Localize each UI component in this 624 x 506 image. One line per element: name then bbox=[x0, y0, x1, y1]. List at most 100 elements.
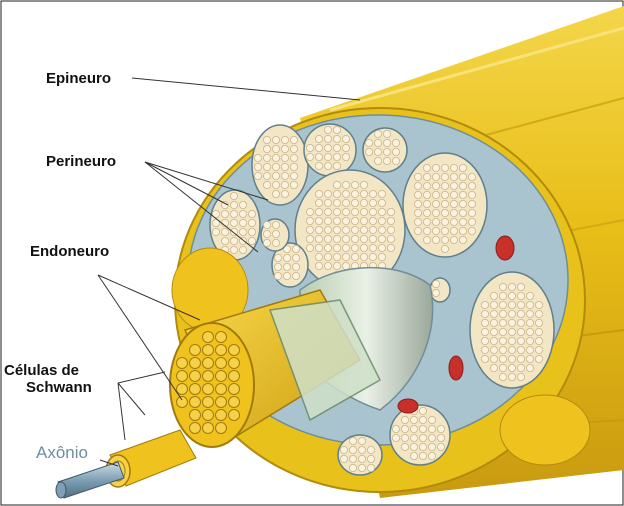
nerve-fiber-cross-section bbox=[281, 163, 288, 170]
schwann-cell bbox=[190, 371, 201, 382]
nerve-fiber-cross-section bbox=[272, 181, 279, 188]
nerve-fiber-cross-section bbox=[423, 164, 430, 171]
nerve-fiber-cross-section bbox=[369, 226, 376, 233]
nerve-fiber-cross-section bbox=[333, 153, 340, 160]
nerve-fiber-cross-section bbox=[342, 144, 349, 151]
nerve-fiber-cross-section bbox=[358, 446, 365, 453]
nerve-fiber-cross-section bbox=[378, 199, 385, 206]
nerve-fiber-cross-section bbox=[508, 319, 515, 326]
nerve-fiber-cross-section bbox=[450, 164, 457, 171]
nerve-fiber-cross-section bbox=[360, 253, 367, 260]
nerve-fiber-cross-section bbox=[351, 199, 358, 206]
nerve-fiber-cross-section bbox=[414, 191, 421, 198]
nerve-fiber-cross-section bbox=[481, 301, 488, 308]
nerve-fiber-cross-section bbox=[490, 364, 497, 371]
nerve-fiber-cross-section bbox=[490, 310, 497, 317]
schwann-cell bbox=[203, 384, 214, 395]
nerve-fiber-cross-section bbox=[324, 226, 331, 233]
nerve-fiber-cross-section bbox=[428, 434, 435, 441]
nerve-fiber-cross-section bbox=[437, 443, 444, 450]
nerve-fiber-cross-section bbox=[342, 208, 349, 215]
nerve-fiber-cross-section bbox=[230, 237, 237, 244]
nerve-fiber-cross-section bbox=[526, 310, 533, 317]
nerve-fiber-cross-section bbox=[414, 218, 421, 225]
nerve-fiber-cross-section bbox=[306, 226, 313, 233]
nerve-fiber-cross-section bbox=[490, 328, 497, 335]
nerve-fiber-cross-section bbox=[360, 208, 367, 215]
nerve-fiber-cross-section bbox=[254, 172, 261, 179]
nerve-fiber-cross-section bbox=[428, 443, 435, 450]
nerve-fiber-cross-section bbox=[272, 239, 279, 246]
nerve-fiber-cross-section bbox=[342, 199, 349, 206]
nerve-fiber-cross-section bbox=[401, 416, 408, 423]
nerve-fiber-cross-section bbox=[248, 210, 255, 217]
schwann-cell bbox=[203, 345, 214, 356]
nerve-fiber-cross-section bbox=[369, 208, 376, 215]
nerve-fiber-cross-section bbox=[441, 218, 448, 225]
nerve-fiber-cross-section bbox=[290, 136, 297, 143]
nerve-fiber-cross-section bbox=[367, 455, 374, 462]
nerve-fiber-cross-section bbox=[369, 244, 376, 251]
nerve-fiber-cross-section bbox=[414, 182, 421, 189]
schwann-cell bbox=[203, 332, 214, 343]
nerve-fiber-cross-section bbox=[414, 209, 421, 216]
nerve-fiber-cross-section bbox=[526, 337, 533, 344]
schwann-cell bbox=[190, 410, 201, 421]
nerve-fiber-cross-section bbox=[351, 226, 358, 233]
nerve-fiber-cross-section bbox=[535, 301, 542, 308]
nerve-fiber-cross-section bbox=[414, 200, 421, 207]
nerve-fiber-cross-section bbox=[369, 235, 376, 242]
nerve-fiber-cross-section bbox=[324, 135, 331, 142]
nerve-fiber-cross-section bbox=[239, 246, 246, 253]
nerve-fiber-cross-section bbox=[272, 145, 279, 152]
nerve-fiber-cross-section bbox=[324, 262, 331, 269]
nerve-fiber-cross-section bbox=[508, 364, 515, 371]
nerve-fiber-cross-section bbox=[508, 355, 515, 362]
nerve-fiber-cross-section bbox=[324, 126, 331, 133]
nerve-fiber-cross-section bbox=[324, 199, 331, 206]
nerve-fiber-cross-section bbox=[499, 373, 506, 380]
schwann-cell bbox=[203, 397, 214, 408]
nerve-fiber-cross-section bbox=[508, 328, 515, 335]
nerve-fiber-cross-section bbox=[315, 253, 322, 260]
nerve-fiber-cross-section bbox=[419, 425, 426, 432]
nerve-fiber-cross-section bbox=[387, 208, 394, 215]
schwann-cell bbox=[229, 371, 240, 382]
nerve-fiber-cross-section bbox=[423, 227, 430, 234]
nerve-fiber-cross-section bbox=[349, 437, 356, 444]
nerve-fiber-cross-section bbox=[437, 425, 444, 432]
nerve-fiber-cross-section bbox=[468, 200, 475, 207]
nerve-fiber-cross-section bbox=[333, 244, 340, 251]
schwann-cell bbox=[216, 410, 227, 421]
nerve-fiber-cross-section bbox=[369, 199, 376, 206]
nerve-fiber-cross-section bbox=[423, 200, 430, 207]
nerve-fiber-cross-section bbox=[459, 218, 466, 225]
nerve-fiber-cross-section bbox=[212, 228, 219, 235]
nerve-fiber-cross-section bbox=[490, 301, 497, 308]
nerve-fiber-cross-section bbox=[333, 135, 340, 142]
nerve-fiber-cross-section bbox=[360, 235, 367, 242]
nerve-fiber-cross-section bbox=[468, 173, 475, 180]
nerve-fiber-cross-section bbox=[272, 190, 279, 197]
nerve-fiber-cross-section bbox=[517, 301, 524, 308]
nerve-fiber-cross-section bbox=[441, 200, 448, 207]
nerve-fiber-cross-section bbox=[450, 227, 457, 234]
nerve-fiber-cross-section bbox=[230, 201, 237, 208]
nerve-fiber-cross-section bbox=[342, 153, 349, 160]
nerve-fiber-cross-section bbox=[360, 181, 367, 188]
schwann-cell bbox=[190, 384, 201, 395]
nerve-fiber-cross-section bbox=[410, 416, 417, 423]
nerve-fiber-cross-section bbox=[459, 182, 466, 189]
nerve-fiber-cross-section bbox=[450, 182, 457, 189]
schwann-cell bbox=[190, 423, 201, 434]
nerve-fiber-cross-section bbox=[432, 280, 439, 287]
nerve-fiber-cross-section bbox=[333, 126, 340, 133]
nerve-fiber-cross-section bbox=[468, 227, 475, 234]
nerve-fiber-cross-section bbox=[315, 217, 322, 224]
schwann-cell bbox=[190, 345, 201, 356]
nerve-fiber-cross-section bbox=[499, 337, 506, 344]
nerve-fiber-cross-section bbox=[517, 292, 524, 299]
nerve-fiber-cross-section bbox=[401, 434, 408, 441]
nerve-fiber-cross-section bbox=[248, 228, 255, 235]
nerve-fiber-cross-section bbox=[383, 130, 390, 137]
